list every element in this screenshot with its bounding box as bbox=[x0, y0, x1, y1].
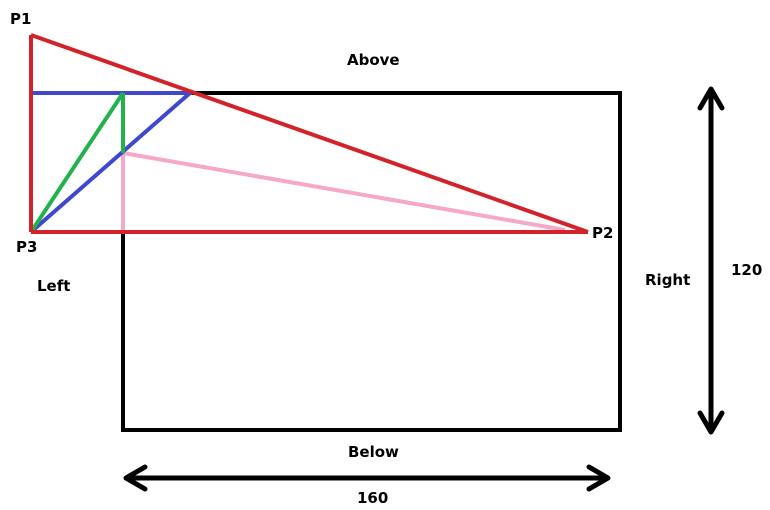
region-label-above: Above bbox=[347, 51, 400, 69]
rectangle bbox=[121, 91, 622, 432]
dimension-label-height: 120 bbox=[731, 261, 762, 279]
point-label-p1: P1 bbox=[10, 10, 31, 28]
pink-diagonal-line bbox=[122, 151, 566, 232]
height-arrow bbox=[697, 86, 725, 435]
point-label-p3: P3 bbox=[16, 238, 37, 256]
region-label-right: Right bbox=[645, 271, 690, 289]
triangle-side-p1-p2 bbox=[30, 33, 589, 234]
region-label-below: Below bbox=[348, 443, 399, 461]
green-diagonal-line bbox=[29, 91, 125, 234]
point-label-p2: P2 bbox=[592, 224, 613, 242]
region-label-left: Left bbox=[37, 277, 70, 295]
width-arrow bbox=[123, 464, 611, 492]
dimension-label-width: 160 bbox=[357, 489, 388, 507]
blue-diagonal-line bbox=[29, 91, 192, 234]
